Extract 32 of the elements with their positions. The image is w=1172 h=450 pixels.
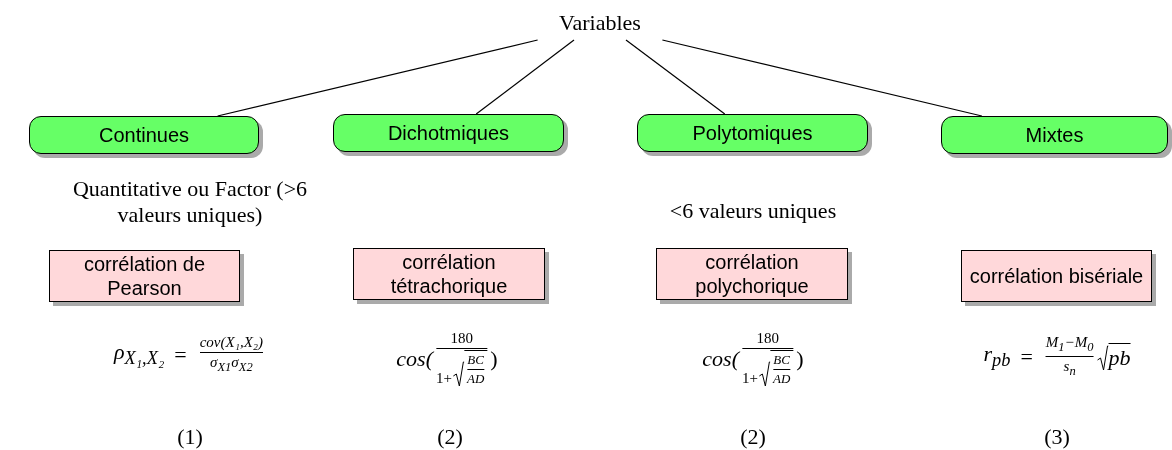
annotation-text: Quantitative ou Factor (>6 valeurs uniques) — [71, 176, 309, 229]
reference-number: (2) — [739, 424, 767, 450]
annotation-text: <6 valeurs uniques — [668, 198, 838, 225]
formula-term: BC — [467, 352, 484, 368]
formula-term: cov(X₁,X₂) — [199, 334, 263, 351]
formula-term: cos( — [396, 345, 433, 372]
formula-term: 180 — [450, 330, 473, 347]
formula-term: s$_{n}$ — [1063, 358, 1076, 379]
reference-number: (2) — [436, 424, 464, 450]
formula-term: ) — [490, 345, 498, 372]
reference-number: (3) — [1043, 424, 1071, 450]
formula-term: 1+ — [436, 370, 452, 387]
formula-term: M$_{1}$−M$_{0}$ — [1045, 334, 1094, 355]
formula-term: = — [1020, 343, 1033, 370]
formula-term: = — [174, 341, 187, 368]
formula-term: BC — [773, 352, 790, 368]
formula-term: pb — [1108, 344, 1131, 371]
connector-line — [217, 39, 539, 117]
formula-term: 1+ — [742, 370, 758, 387]
formula-term: 180 — [756, 330, 779, 347]
connector-line — [661, 39, 983, 117]
formula-term: σ$_{X1}$σ$_{X2}$ — [210, 354, 253, 375]
formula-term: cos( — [702, 345, 739, 372]
formula-term: ) — [796, 345, 804, 372]
formula-term: AD — [467, 371, 485, 387]
formula-term: AD — [773, 371, 791, 387]
title-text: Variables — [535, 6, 665, 40]
connector-line — [625, 39, 726, 115]
reference-number: (1) — [176, 424, 204, 450]
connector-line — [475, 39, 575, 115]
formula-term: ρ$_{X₁,X₂}$ — [114, 339, 165, 370]
formula-term: r$_{pb}$ — [983, 341, 1011, 372]
